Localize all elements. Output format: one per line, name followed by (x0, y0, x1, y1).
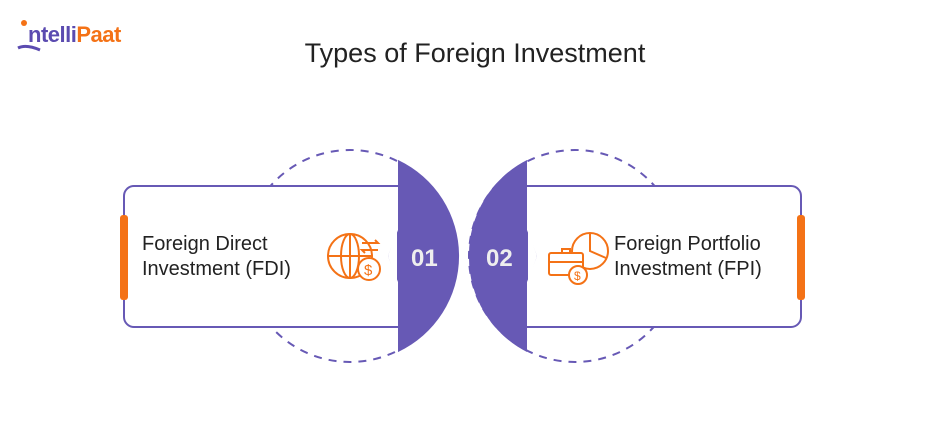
briefcase-pie-dollar-icon: $ (548, 232, 609, 285)
svg-text:$: $ (364, 262, 373, 279)
notch-right-mask (528, 230, 537, 282)
notch-left-mask (388, 230, 397, 282)
globe-exchange-dollar-icon: $ (327, 233, 381, 281)
logo-mark (17, 20, 41, 52)
intellipaat-logo: ntelliPaat (28, 22, 121, 47)
svg-text:$: $ (574, 269, 581, 283)
number-segment-right (468, 160, 537, 352)
page-title: Types of Foreign Investment (304, 38, 646, 68)
accent-bar-left (120, 215, 128, 300)
number-segment-left-fill (398, 160, 457, 352)
accent-bar-right (797, 215, 805, 300)
item-number-01: 01 (411, 245, 438, 272)
item-number-02: 02 (486, 245, 513, 272)
